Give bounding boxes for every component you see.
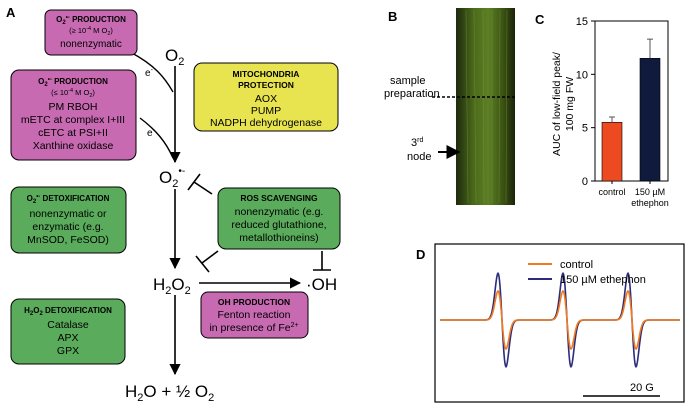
- hydroxyl-label: ·OH: [306, 275, 337, 294]
- trace-control: [440, 289, 680, 351]
- scale-bar-label: 20 G: [630, 382, 654, 394]
- box-superoxide-production-high: O2•- PRODUCTION (≥ 10-4 M O2) nonenzymat…: [44, 9, 138, 56]
- o2-label: O2: [165, 46, 184, 68]
- stem-texture: [465, 9, 508, 204]
- inhibit-h2o2: [195, 250, 219, 273]
- water-label: H2O + ½ O2: [125, 382, 214, 404]
- box-superoxide-detoxification: O2•- DETOXIFICATION nonenzymatic or enzy…: [10, 186, 127, 254]
- svg-text:NADPH dehydrogenase: NADPH dehydrogenase: [210, 117, 322, 129]
- svg-text:in presence of Fe2+: in presence of Fe2+: [209, 322, 298, 334]
- svg-text:reduced glutathione,: reduced glutathione,: [231, 219, 326, 231]
- sample-preparation-label: sample: [390, 75, 425, 87]
- svg-text:O2•- PRODUCTION: O2•- PRODUCTION: [38, 77, 108, 88]
- box-hydroxyl-production: OH PRODUCTION Fenton reaction in presenc…: [200, 291, 309, 339]
- h2o2-label: H2O2: [153, 275, 191, 297]
- y-tick-label: 0: [582, 176, 588, 188]
- svg-text:Fenton reaction: Fenton reaction: [218, 309, 291, 321]
- panel-c: C AUC of low-field peak/ 100 mg FW 0 5 10 1…: [535, 12, 669, 208]
- plot-frame: [594, 20, 669, 182]
- superoxide-label: O2•-: [159, 166, 185, 190]
- svg-text:O2•- PRODUCTION: O2•- PRODUCTION: [56, 15, 126, 26]
- svg-text:PROTECTION: PROTECTION: [238, 80, 294, 90]
- legend-label-ethephon: 150 µM ethephon: [560, 274, 646, 286]
- svg-text:AOX: AOX: [255, 93, 277, 105]
- arrow-electron-2: [139, 117, 174, 159]
- svg-text:PUMP: PUMP: [251, 105, 281, 117]
- svg-text:nonenzymatic (e.g.: nonenzymatic (e.g.: [235, 206, 324, 218]
- svg-text:cETC at PSI+II: cETC at PSI+II: [38, 127, 108, 139]
- panel-a-label: A: [6, 5, 16, 20]
- x-tick-label: control: [598, 187, 625, 197]
- epr-frame: [434, 243, 685, 403]
- box-h2o2-detoxification: H2O2 DETOXIFICATION Catalase APX GPX: [10, 298, 126, 365]
- inhibit-superoxide: [187, 173, 213, 195]
- arrow-electron-1: [129, 51, 174, 93]
- box-ros-scavenging: ROS SCAVENGING nonenzymatic (e.g. reduce…: [217, 187, 341, 250]
- y-tick-label: 10: [576, 69, 588, 81]
- svg-text:H2O2 DETOXIFICATION: H2O2 DETOXIFICATION: [24, 306, 112, 317]
- svg-text:MITOCHONDRIA: MITOCHONDRIA: [233, 69, 300, 79]
- stem-photo: [456, 8, 515, 205]
- svg-text:enzymatic (e.g.: enzymatic (e.g.: [32, 221, 103, 233]
- bar-ethephon: [639, 58, 661, 182]
- svg-text:nonenzymatic: nonenzymatic: [60, 39, 122, 50]
- epr-spectrum: [440, 271, 680, 369]
- y-tick-label: 5: [582, 123, 588, 135]
- electron-label-1: e-: [145, 67, 154, 79]
- svg-text:metallothioneins): metallothioneins): [239, 232, 318, 244]
- inhibit-oh: [313, 251, 331, 271]
- panel-a: A O2 O2•- H2O2 ·OH H2O + ½ O2 e- e- O2•-…: [6, 5, 341, 404]
- svg-text:ROS SCAVENGING: ROS SCAVENGING: [240, 193, 318, 203]
- sample-preparation-label-2: preparation: [384, 88, 440, 100]
- x-tick-label: ethephon: [631, 198, 669, 208]
- svg-text:(≤ 10-4 M O2): (≤ 10-4 M O2): [51, 88, 95, 99]
- svg-text:GPX: GPX: [57, 345, 79, 357]
- x-tick-label: 150 µM: [635, 187, 665, 197]
- panel-d: D control 150 µM ethephon 20 G: [416, 243, 685, 403]
- box-mitochondria-protection: MITOCHONDRIA PROTECTION AOX PUMP NADPH d…: [193, 62, 339, 132]
- panel-b: B sample preparation 3rd node: [384, 8, 516, 205]
- y-axis-label-line1: AUC of low-field peak/: [551, 52, 563, 156]
- y-tick-label: 15: [576, 16, 588, 28]
- svg-text:nonenzymatic or: nonenzymatic or: [29, 208, 107, 220]
- node-label: 3rd: [411, 137, 423, 149]
- panel-d-label: D: [416, 247, 425, 262]
- svg-text:OH PRODUCTION: OH PRODUCTION: [218, 297, 290, 307]
- svg-text:O2•- DETOXIFICATION: O2•- DETOXIFICATION: [27, 194, 110, 205]
- svg-text:(≥ 10-4 M O2): (≥ 10-4 M O2): [69, 26, 113, 37]
- node-label-2: node: [407, 151, 431, 163]
- svg-text:PM RBOH: PM RBOH: [48, 101, 97, 113]
- svg-text:APX: APX: [57, 332, 78, 344]
- svg-text:MnSOD, FeSOD): MnSOD, FeSOD): [27, 234, 109, 246]
- bar-control: [601, 122, 623, 182]
- panel-b-label: B: [388, 9, 397, 24]
- electron-label-2: e-: [147, 127, 156, 139]
- svg-text:mETC at complex I+III: mETC at complex I+III: [21, 114, 125, 126]
- svg-text:Xanthine oxidase: Xanthine oxidase: [33, 140, 114, 152]
- legend-label-control: control: [560, 259, 593, 271]
- y-axis-label-line2: 100 mg FW: [564, 77, 576, 131]
- box-superoxide-production-low: O2•- PRODUCTION (≤ 10-4 M O2) PM RBOH mE…: [10, 69, 137, 161]
- svg-text:Catalase: Catalase: [47, 319, 89, 331]
- panel-c-label: C: [535, 12, 545, 27]
